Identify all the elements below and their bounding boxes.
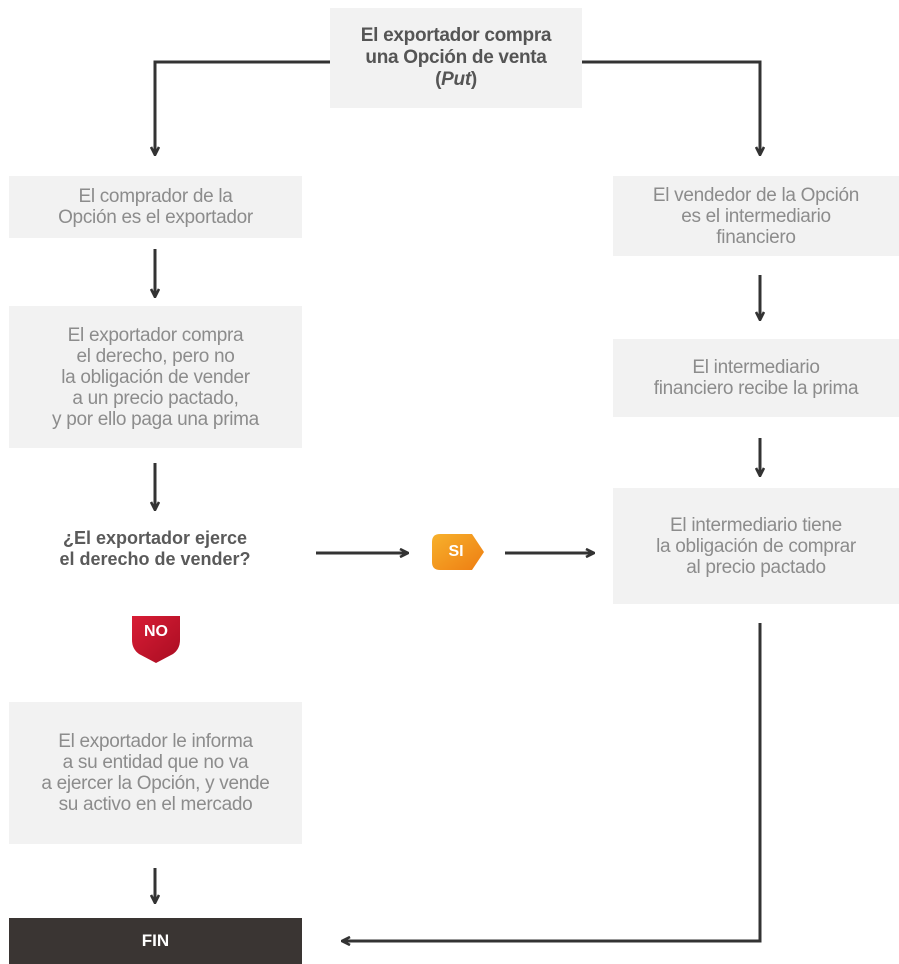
left-box-3-line-4: su activo en el mercado (58, 794, 253, 815)
left-box-2-line-3: la obligación de vender (61, 366, 250, 388)
right-box-1-line-2: es el intermediario (681, 205, 831, 227)
top-box-line-3: (Put) (435, 69, 477, 91)
put-emphasis: Put (441, 69, 471, 90)
left-box-right-not-obligation: El exportador compra el derecho, pero no… (9, 306, 302, 448)
left-box-3-line-1: El exportador le informa (58, 731, 253, 752)
right-box-premium: El intermediario financiero recibe la pr… (613, 339, 899, 417)
top-box-line-2: una Opción de venta (365, 47, 547, 68)
left-box-2-line-5: y por ello paga una prima (52, 408, 259, 430)
left-box-buyer-line-2: Opción es el exportador (58, 207, 253, 228)
arrow-top-to-right (582, 60, 760, 155)
right-box-obligation: El intermediario tiene la obligación de … (613, 488, 899, 604)
paren-close: ) (470, 69, 477, 90)
left-box-not-exercise: El exportador le informa a su entidad qu… (9, 702, 302, 844)
right-box-1-line-1: El vendedor de la Opción (652, 184, 860, 206)
top-box: El exportador compra una Opción de venta… (330, 8, 582, 108)
no-badge-shape (132, 616, 180, 663)
left-box-buyer-line-1: El comprador de la (78, 186, 233, 207)
right-box-2-line-2: financiero recibe la prima (653, 378, 859, 399)
question-line-2: el derecho de vender? (59, 549, 251, 569)
right-box-seller: El vendedor de la Opción es el intermedi… (613, 176, 899, 256)
right-box-2-line-1: El intermediario (692, 357, 820, 378)
decision-question: ¿El exportador ejerce el derecho de vend… (30, 528, 280, 570)
yes-badge-shape (432, 534, 484, 570)
left-box-3-line-3: a ejercer la Opción, y vende (41, 773, 270, 794)
arrow-right-to-fin (342, 623, 762, 941)
right-box-3-line-1: El intermediario tiene (670, 514, 842, 536)
left-box-2-line-2: el derecho, pero no (76, 345, 235, 367)
left-box-buyer: El comprador de la Opción es el exportad… (9, 176, 302, 238)
right-box-1-line-3: financiero (716, 226, 796, 248)
arrow-top-to-left (155, 60, 330, 155)
top-box-line-1: El exportador compra (360, 25, 552, 46)
question-line-1: ¿El exportador ejerce (62, 528, 248, 548)
left-box-3-line-2: a su entidad que no va (62, 752, 249, 773)
end-box: FIN (9, 918, 302, 964)
right-box-3-line-3: al precio pactado (686, 556, 826, 578)
yes-badge: SI (448, 543, 464, 560)
left-box-2-line-1: El exportador compra (67, 324, 244, 346)
left-box-2-line-4: a un precio pactado, (72, 387, 239, 409)
no-badge: NO (144, 623, 168, 640)
right-box-3-line-2: la obligación de comprar (656, 535, 856, 557)
paren-open: ( (435, 69, 442, 90)
